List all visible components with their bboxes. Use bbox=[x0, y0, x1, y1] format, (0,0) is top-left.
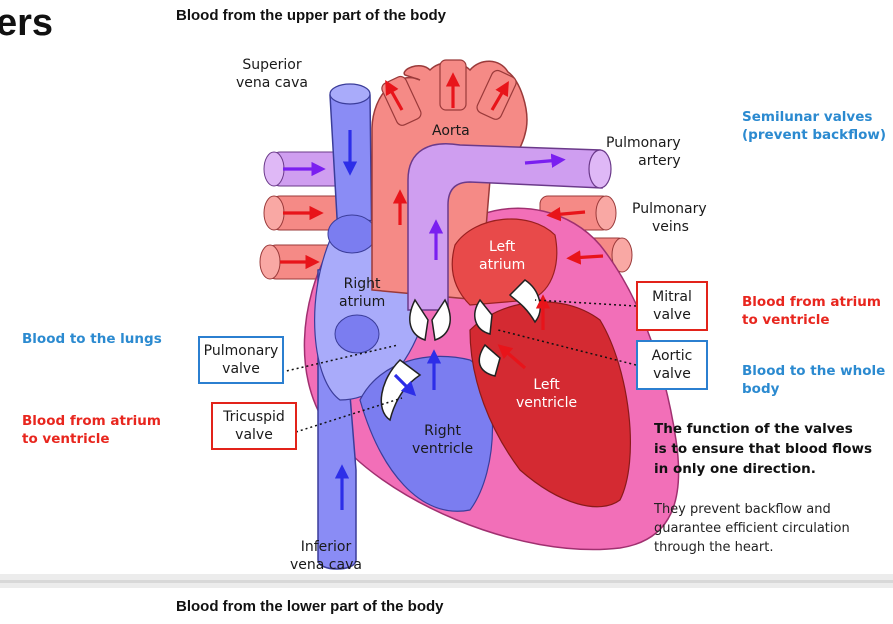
right-ventricle-label: Right ventricle bbox=[412, 422, 473, 458]
mitral-flow-note: Blood from atrium to ventricle bbox=[742, 293, 881, 329]
aortic-valve-box: Aortic valve bbox=[636, 340, 708, 390]
pulmonary-artery-label: Pulmonary artery bbox=[606, 134, 681, 170]
bottom-caption: Blood from the lower part of the body bbox=[176, 598, 444, 615]
semilunar-valves-note: Semilunar valves (prevent backflow) bbox=[742, 108, 886, 144]
top-caption: Blood from the upper part of the body bbox=[176, 7, 446, 24]
left-atrium-label: Left atrium bbox=[479, 238, 525, 274]
aorta-label: Aorta bbox=[432, 122, 470, 140]
floor-texture bbox=[0, 574, 893, 588]
right-atrium-label: Right atrium bbox=[339, 275, 385, 311]
tricuspid-flow-note: Blood from atrium to ventricle bbox=[22, 412, 161, 448]
blood-to-lungs-note: Blood to the lungs bbox=[22, 330, 162, 348]
tricuspid-valve-box: Tricuspid valve bbox=[211, 402, 297, 450]
valve-function-note: They prevent backflow and guarantee effi… bbox=[654, 500, 850, 557]
mitral-valve-box: Mitral valve bbox=[636, 281, 708, 331]
pulmonary-valve-box: Pulmonary valve bbox=[198, 336, 284, 384]
left-ventricle-label: Left ventricle bbox=[516, 376, 577, 412]
valve-function-text: The function of the valves is to ensure … bbox=[654, 419, 872, 479]
pulmonary-veins-label: Pulmonary veins bbox=[632, 200, 707, 236]
inferior-vena-cava-label: Inferior vena cava bbox=[290, 538, 362, 574]
blood-to-body-note: Blood to the whole body bbox=[742, 362, 885, 398]
superior-vena-cava-label: Superior vena cava bbox=[236, 56, 308, 92]
page-title-fragment: ers bbox=[0, 2, 53, 45]
